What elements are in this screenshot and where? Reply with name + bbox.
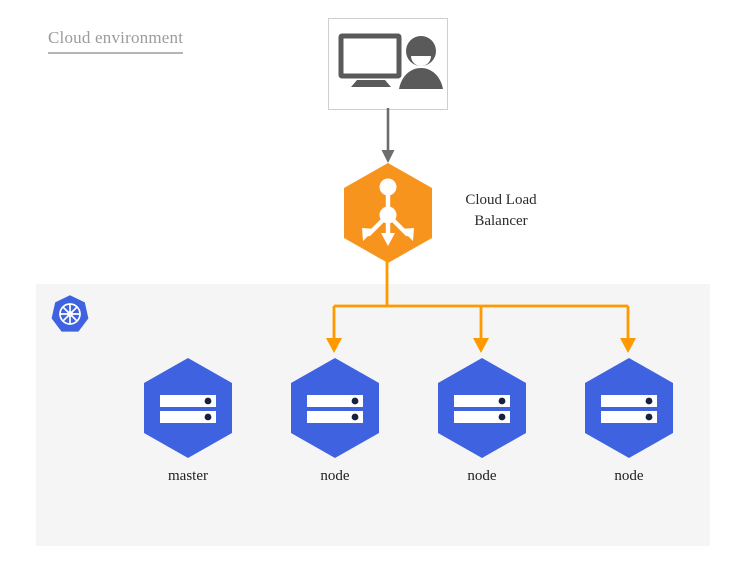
cluster-node-label-1: node [320, 468, 350, 484]
load-balancer-node [344, 163, 432, 263]
cluster-node-label-master: master [168, 468, 208, 484]
load-balancer-to-nodes-connector [320, 258, 646, 368]
server-icon [601, 395, 657, 423]
cluster-node-1 [291, 358, 379, 458]
client-to-load-balancer-arrow [368, 108, 408, 166]
cluster-node-2 [438, 358, 526, 458]
page-title: Cloud environment [48, 28, 184, 54]
monitor-icon [338, 33, 402, 87]
load-balancer-label-line1: Cloud Load [465, 192, 537, 208]
cluster-node-label-3: node [614, 468, 644, 484]
cluster-node-master [144, 358, 232, 458]
load-balancer-label-line2: Balancer [474, 213, 528, 229]
kubernetes-icon [50, 294, 90, 334]
server-icon [454, 395, 510, 423]
load-balancer-label: Cloud Load Balancer [442, 190, 560, 232]
cluster-node-label-2: node [467, 468, 497, 484]
cluster-node-3 [585, 358, 673, 458]
load-balancer-icon [362, 178, 414, 246]
client-box [328, 18, 448, 110]
server-icon [307, 395, 363, 423]
user-icon [399, 36, 443, 89]
server-icon [160, 395, 216, 423]
